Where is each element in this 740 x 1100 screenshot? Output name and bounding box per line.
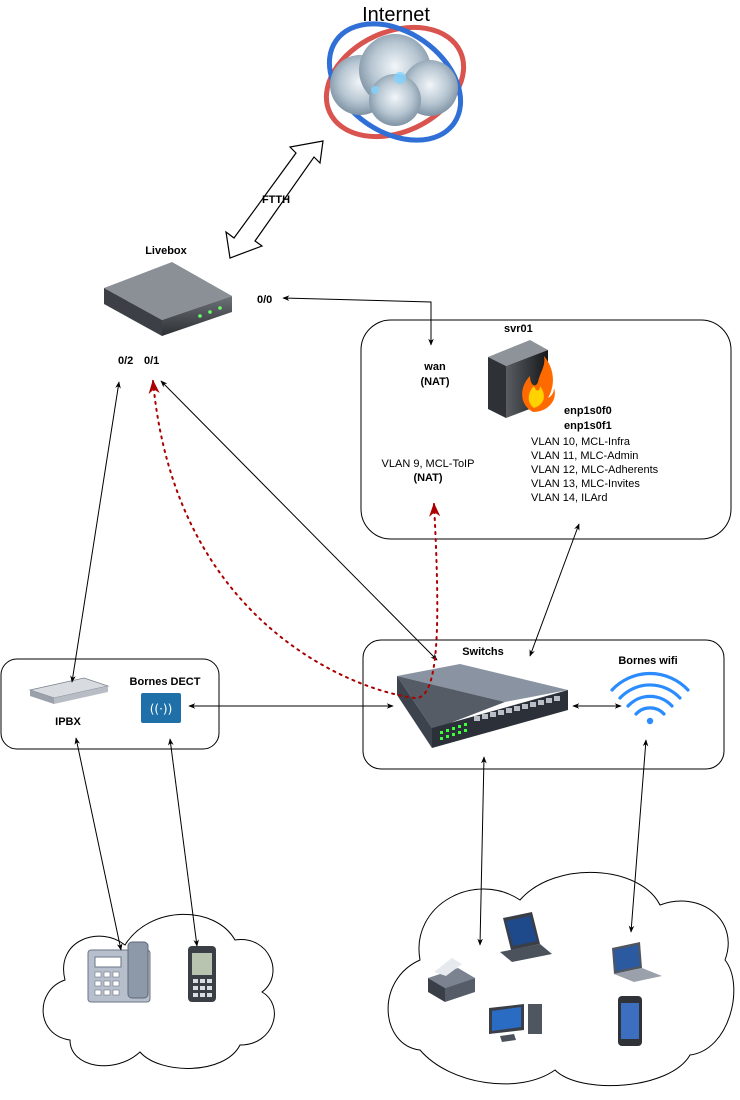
laptop-icon [612,942,662,982]
link-livebox-ipbx [70,381,121,683]
wifi-icon [610,671,690,725]
smartphone-icon [618,996,642,1046]
server-vlan-list: VLAN 10, MCL-Infra VLAN 11, MLC-Admin VL… [531,436,659,504]
vlan-item: VLAN 14, ILArd [531,492,607,504]
dect-label: Bornes DECT [130,676,201,688]
livebox-label: Livebox [145,245,187,257]
server-wan-label: wan [423,361,446,373]
vlan-item: VLAN 11, MLC-Admin [531,450,638,462]
server-name: svr01 [504,323,533,335]
voip-flow-path [148,379,441,700]
firewall-server-icon [488,340,555,418]
livebox-router-icon [104,262,232,336]
internet-cloud-icon [323,21,467,143]
vlan-item: VLAN 12, MLC-Adherents [531,464,659,476]
svg-text:((·)): ((·)) [150,702,173,716]
livebox-port-0-1: 0/1 [144,355,159,367]
telephony-group [0,658,220,750]
dect-base-icon: ((·)) [141,693,181,723]
voip-flow [148,379,441,700]
livebox-port-wan: 0/0 [257,294,272,306]
mobile-phone-icon [188,946,216,1002]
pc-monitor-icon [489,1004,542,1042]
wifi-label: Bornes wifi [618,655,677,667]
voip-vlan-label: VLAN 9, MCL-ToIP [382,458,475,470]
connections [70,295,649,951]
desktop-computer-icon [500,912,552,962]
ipbx-server-icon [28,677,110,704]
switch-icon [397,664,568,748]
livebox-port-0-2: 0/2 [118,355,133,367]
voip-vlan-nat: (NAT) [413,472,442,484]
phones-cloud [42,913,275,1069]
link-livebox-server-wan [282,295,434,346]
server-iface-2: enp1s0f1 [564,420,612,432]
internet-title: Internet [362,4,430,26]
vlan-item: VLAN 10, MCL-Infra [531,436,631,448]
server-wan-nat: (NAT) [420,376,449,388]
ftth-label: FTTH [262,194,290,206]
ipbx-label: IPBX [55,716,81,728]
link-dect-mobile [168,738,199,947]
link-switch-clients [477,756,487,946]
desk-phone-icon [87,941,151,1003]
vlan-item: VLAN 13, MLC-Invites [531,478,640,490]
link-wifi-clients [628,739,649,933]
ftth-link [225,140,324,259]
server-iface-1: enp1s0f0 [564,405,612,417]
printer-icon [428,958,475,1002]
link-server-switch [529,523,580,657]
link-ipbx-deskphone [74,737,123,951]
switches-label: Switchs [462,646,504,658]
